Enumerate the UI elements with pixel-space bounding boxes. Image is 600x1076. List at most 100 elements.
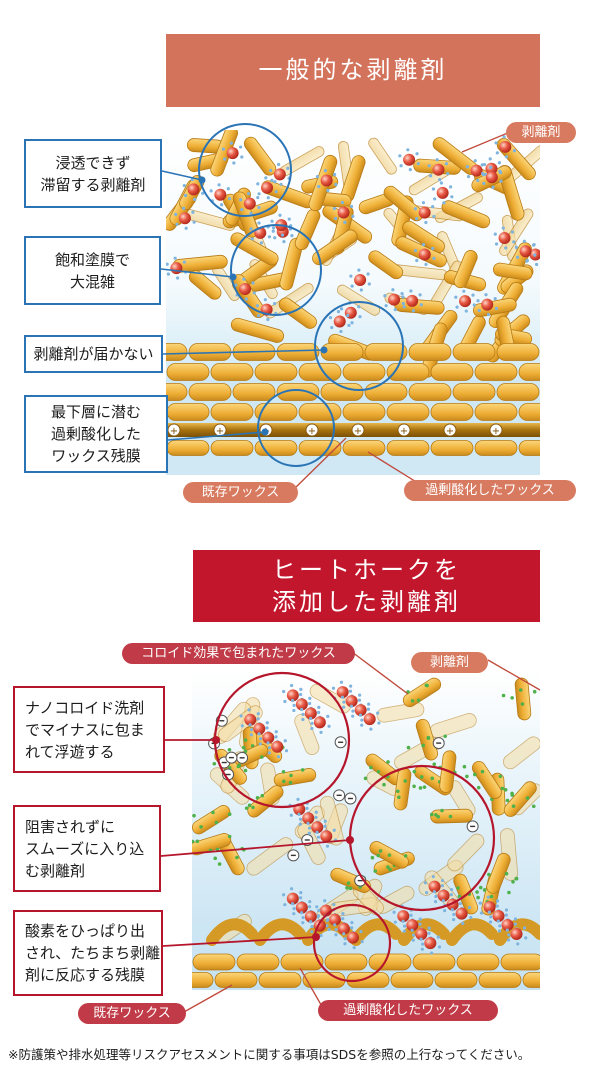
callout-circle — [348, 764, 496, 912]
wax-layer-brick — [276, 383, 320, 401]
stripper-molecule — [248, 717, 271, 741]
label-text: 剥離剤 — [521, 125, 561, 140]
stripper-molecule — [481, 165, 503, 189]
callout-text: 阻害されずに スムーズに入り込 む剥離剤 — [25, 817, 145, 880]
stripper-molecule — [413, 201, 436, 225]
stripper-molecule — [358, 707, 381, 731]
wax-layer-brick — [478, 972, 522, 988]
label-oxidized-wax-2: 過剰酸化したワックス — [318, 1000, 498, 1021]
colloid-wax-particle — [514, 677, 532, 721]
negative-charge-icon — [287, 849, 300, 862]
wax-layer-brick — [430, 403, 474, 421]
stripper-molecule — [401, 289, 423, 313]
label-text: コロイド効果で包まれたワックス — [141, 646, 336, 661]
wax-layer-brick — [452, 343, 496, 361]
wax-layer-brick — [408, 343, 452, 361]
wax-layer-brick — [518, 440, 540, 456]
colloid-wax-particle — [486, 852, 511, 894]
oxidized-film-piece — [398, 918, 450, 946]
negative-charge-icon — [225, 751, 238, 764]
stripper-molecule — [427, 158, 450, 182]
wax-layer-brick — [210, 363, 254, 381]
callout-smooth-entry: 阻害されずに スムーズに入り込 む剥離剤 — [13, 805, 161, 892]
stripper-molecule — [478, 895, 501, 919]
faded-wax-particle — [447, 833, 485, 872]
negative-charge-icon — [334, 736, 347, 749]
stripper-molecule — [398, 148, 420, 172]
stripper-molecule — [238, 192, 261, 216]
colloid-wax-particle — [415, 718, 439, 761]
negative-charge-icon — [432, 737, 445, 750]
wax-particle — [492, 262, 533, 281]
callout-text: 酸素をひっぱり出 され、たちまち剥離 剤に反応する残膜 — [25, 922, 161, 984]
negative-charge-icon — [344, 792, 357, 805]
wax-layer-brick — [254, 363, 298, 381]
stripper-molecule — [174, 206, 196, 230]
callout-residual-film: 最下層に潜む 過剰酸化した ワックス残膜 — [24, 395, 168, 473]
negative-charge-icon — [466, 820, 479, 833]
pale-wax-particle — [368, 137, 397, 175]
callout-circle — [312, 903, 392, 983]
label-existing-wax-2: 既存ワックス — [78, 1003, 186, 1024]
wax-layer-brick — [258, 972, 302, 988]
wax-layer-brick — [254, 403, 298, 421]
wax-layer-brick — [452, 383, 496, 401]
wax-layer-brick — [298, 363, 342, 381]
wax-layer-brick — [368, 953, 412, 971]
wax-particle — [383, 185, 424, 222]
wax-layer-brick — [518, 363, 540, 381]
stripper-molecule — [282, 683, 304, 707]
faded-wax-particle — [294, 713, 320, 755]
section2-illustration — [192, 672, 540, 990]
callout-circle — [230, 224, 322, 316]
wax-layer-brick — [324, 953, 368, 971]
callout-leader-lines — [160, 170, 325, 441]
callout-circle — [213, 671, 351, 809]
stripper-molecule — [383, 288, 405, 312]
pale-wax-particle — [499, 208, 534, 256]
callout-text: ナノコロイド洗剤 でマイナスに包ま れて浮遊する — [25, 698, 145, 761]
wax-layer-brick — [236, 953, 280, 971]
wax-layer-brick — [342, 403, 386, 421]
wax-layer-brick — [166, 383, 188, 401]
callout-stuck-agent: 浸透できず 滞留する剥離剤 — [24, 139, 162, 208]
callout-reacting-film: 酸素をひっぱり出 され、たちまち剥離 剤に反応する残膜 — [13, 910, 163, 996]
oxidized-film-piece — [494, 918, 540, 946]
stripper-molecule — [332, 200, 355, 224]
wax-layer-brick — [166, 343, 188, 361]
callout-text: 浸透できず 滞留する剥離剤 — [40, 153, 146, 194]
wax-layer-brick — [434, 972, 478, 988]
oxidized-film-piece — [446, 918, 498, 946]
wax-particle — [368, 250, 404, 280]
footnote: ※防護策や排水処理等リスクアセスメントに関する事項はSDSを参照の上行なってくだ… — [8, 1047, 531, 1062]
wax-layer-brick — [496, 343, 540, 361]
label-text: 過剰酸化したワックス — [343, 1003, 473, 1018]
stripper-molecule — [505, 922, 528, 946]
section1-illustration: ++++++++ — [166, 130, 540, 475]
stripper-molecule — [454, 289, 476, 313]
section2-title-line2: 添加した剥離剤 — [272, 588, 461, 616]
stripper-molecule — [239, 708, 262, 732]
label-existing-wax: 既存ワックス — [183, 482, 298, 503]
label-text: 過剰酸化したワックス — [425, 483, 555, 498]
callout-text: 最下層に潜む 過剰酸化した ワックス残膜 — [50, 403, 141, 465]
stripper-molecule — [300, 701, 322, 725]
oxidized-film-piece — [206, 918, 258, 946]
wax-layer-brick — [386, 440, 430, 456]
wax-layer-brick — [320, 343, 364, 361]
stripper-molecule — [349, 268, 371, 292]
callout-not-reached: 剥離剤が届かない — [24, 335, 163, 373]
wax-layer-brick — [298, 403, 342, 421]
colloid-wax-particle — [471, 760, 502, 799]
wax-layer-brick — [214, 972, 258, 988]
stripper-molecule — [333, 917, 355, 941]
stripper-molecule — [476, 293, 499, 317]
negative-charge-icon — [333, 789, 346, 802]
wax-layer-brick — [280, 953, 324, 971]
positive-charge-icon: + — [308, 426, 316, 437]
label-agent-2: 剥離剤 — [411, 652, 488, 673]
wax-layer-brick — [474, 403, 518, 421]
wax-particle — [441, 200, 491, 229]
stripper-molecule — [342, 926, 364, 950]
wax-layer-brick — [518, 403, 540, 421]
